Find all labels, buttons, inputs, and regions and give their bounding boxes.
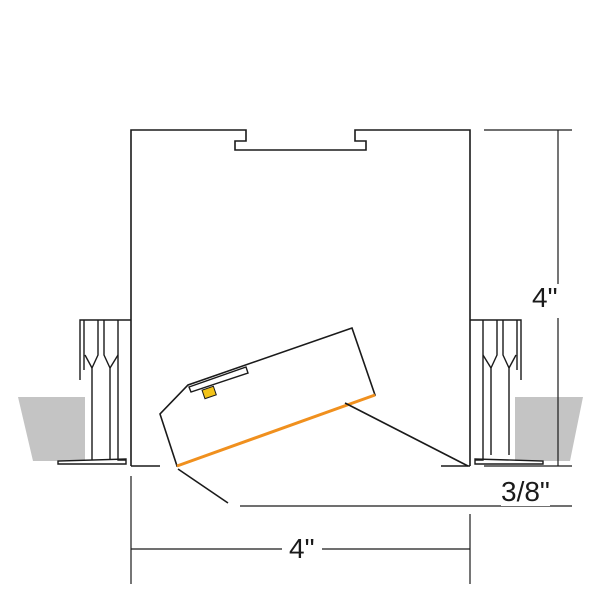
indicator-light (201, 385, 217, 400)
right-mounting-bracket (441, 319, 544, 467)
swing-line-left (177, 468, 229, 504)
lens-edge (176, 393, 376, 468)
width-dimension (130, 476, 471, 584)
swing-line-right (344, 402, 469, 467)
housing-body (130, 129, 471, 466)
height-dimension-label: 4" (532, 282, 558, 313)
ceiling-left (18, 397, 85, 461)
module-top-plate (188, 366, 249, 393)
left-mounting-bracket (57, 319, 160, 467)
height-dimension (484, 129, 572, 467)
width-dimension-label: 4" (285, 535, 319, 563)
module-outline (159, 326, 377, 468)
tilted-light-module (159, 326, 469, 504)
reveal-dimension-label: 3/8" (501, 476, 550, 507)
ceiling-right (515, 397, 583, 461)
